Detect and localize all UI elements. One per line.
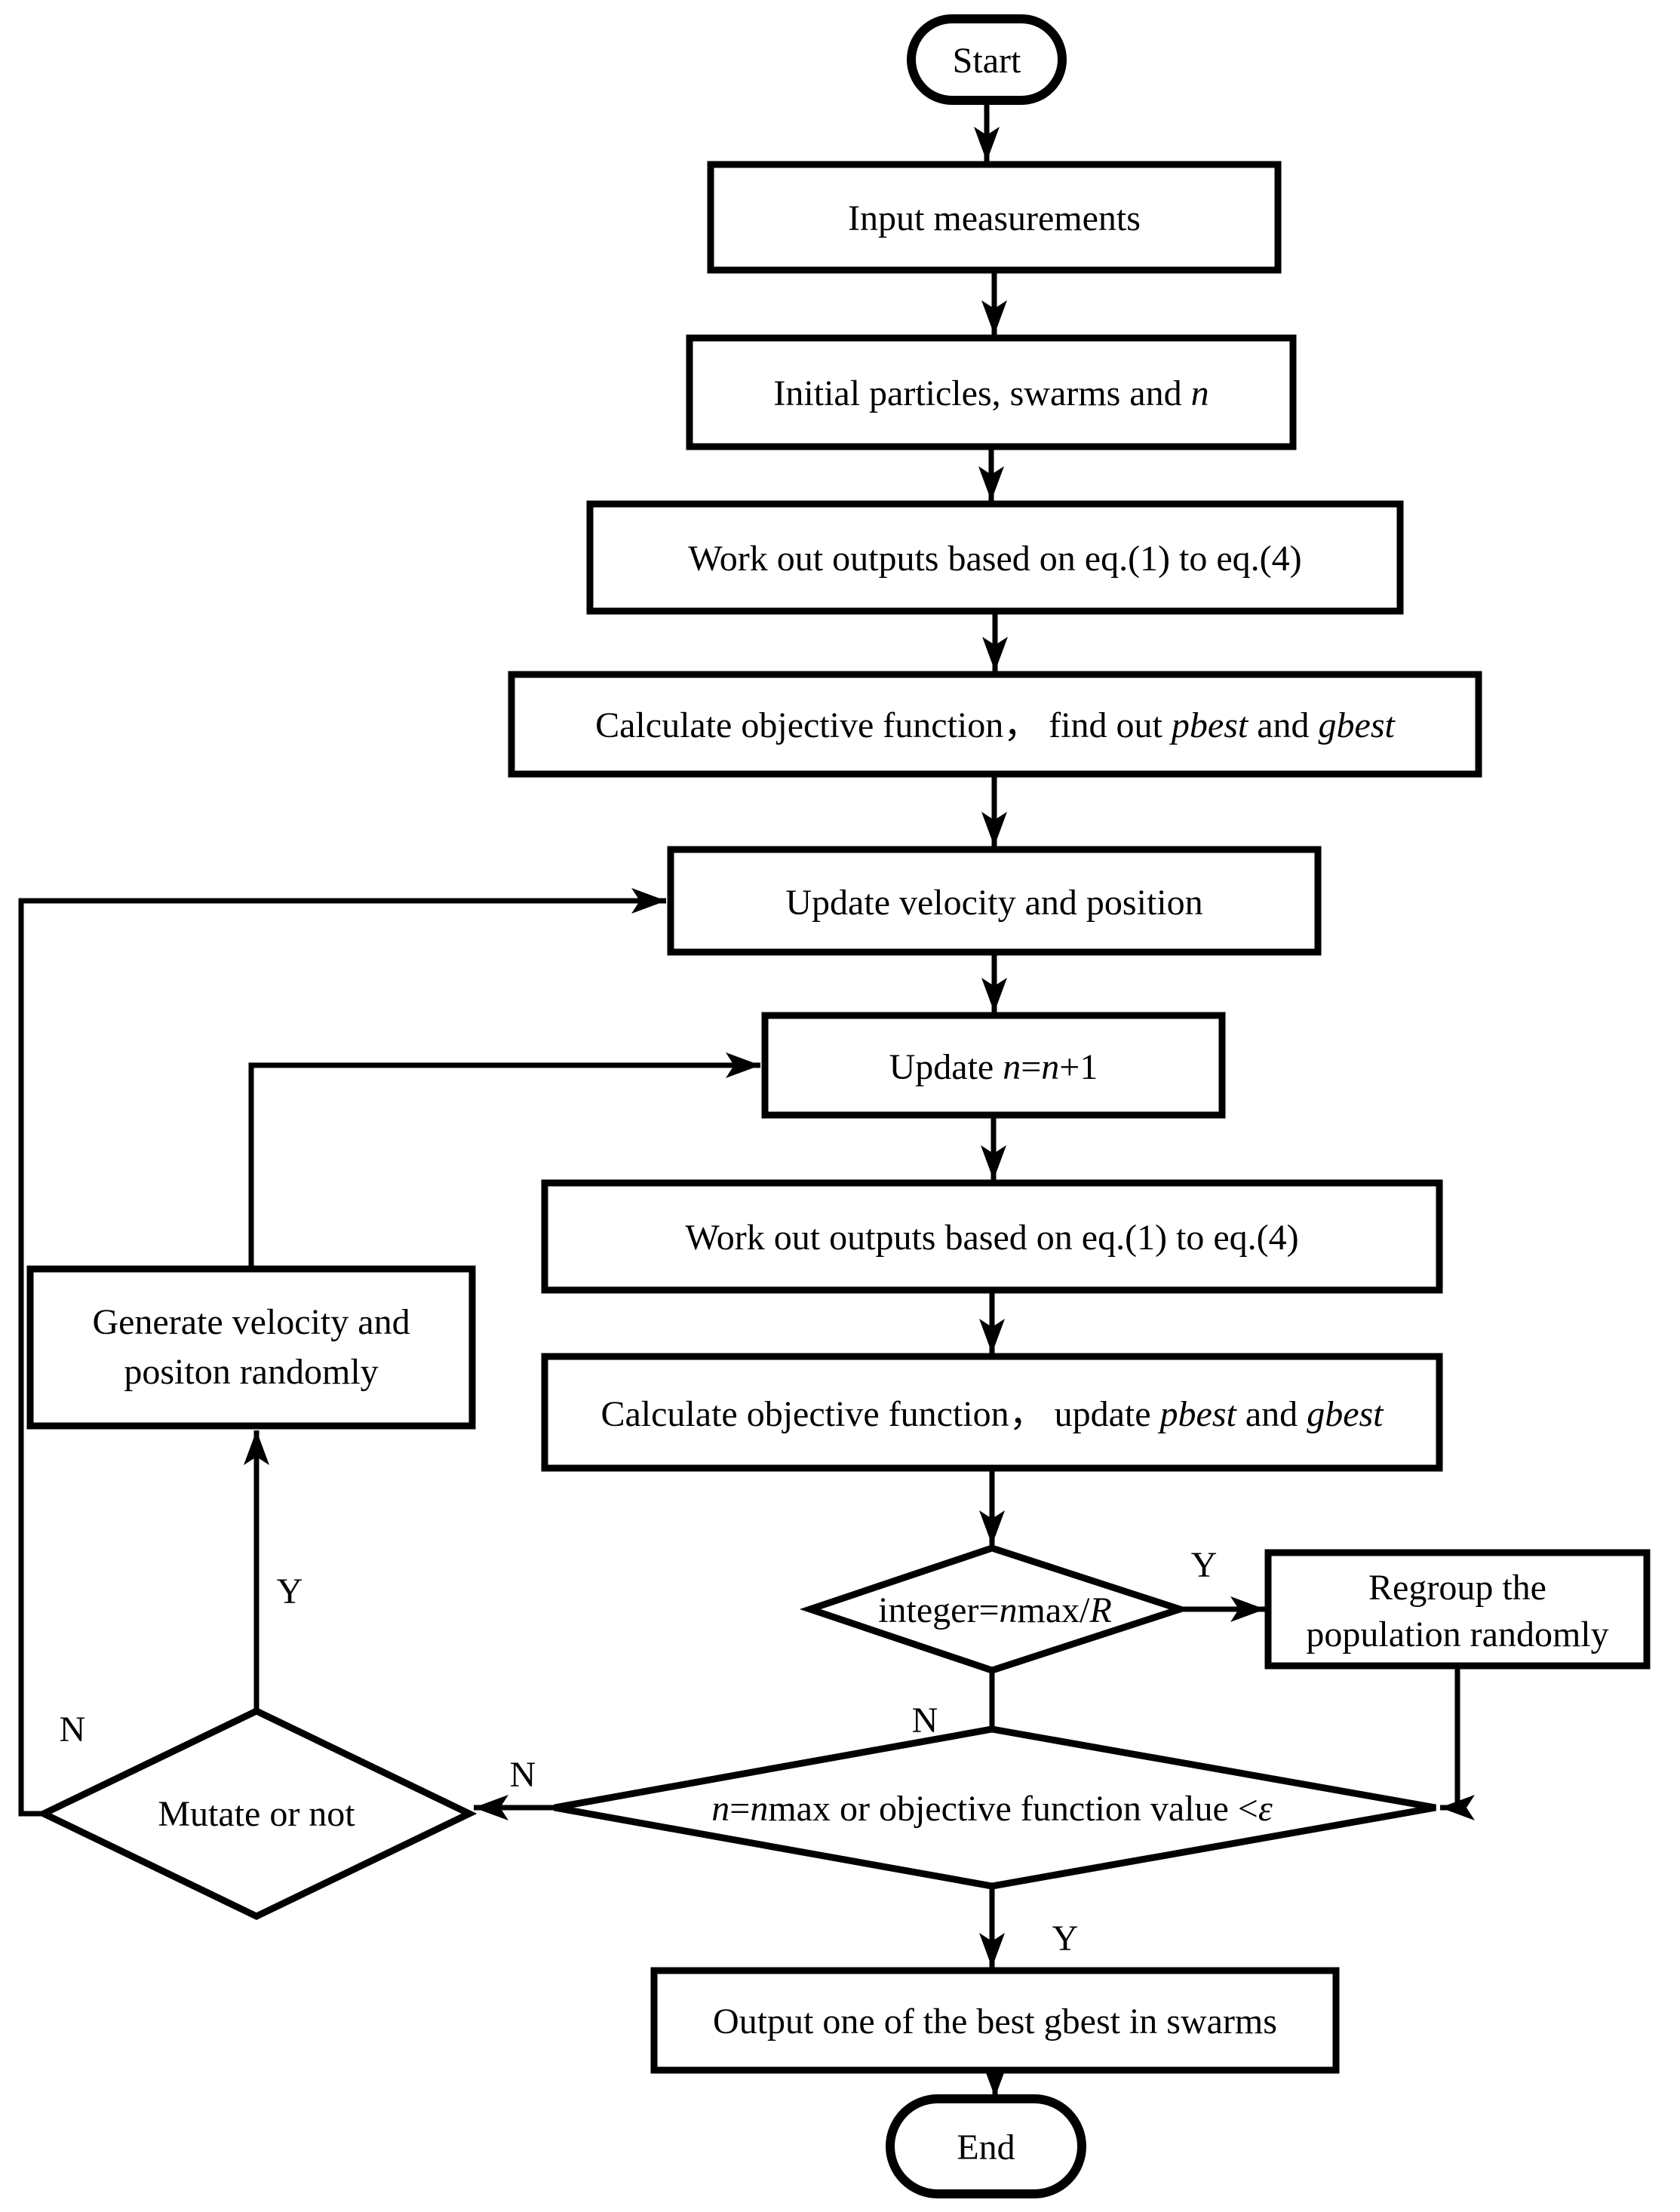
update-n-box [761, 1012, 1226, 1119]
regroup-population-line1: Regroup the [1368, 1568, 1546, 1608]
output-gbest-box [650, 1967, 1340, 2074]
generate-velocity-box [26, 1265, 476, 1430]
calc-objective-2-label: Calculate objective function， update pbe… [600, 1394, 1384, 1434]
calc-objective-1-box [508, 671, 1482, 778]
update-n-label: Update n=n+1 [889, 1047, 1098, 1087]
edge-label-regroup-no: N [912, 1700, 938, 1740]
decision-regroup-diamond [799, 1544, 1191, 1674]
start-terminal [907, 14, 1067, 105]
generate-velocity-line2: positon randomly [124, 1352, 378, 1392]
edge-label-stop-no: N [510, 1755, 536, 1795]
update-velocity-label: Update velocity and position [785, 883, 1202, 923]
input-measurements-box [707, 161, 1282, 274]
edge-label-mutate-yes: Y [277, 1571, 303, 1611]
calc-objective-1-label: Calculate objective function， find out p… [595, 705, 1396, 745]
start-label: Start [953, 41, 1021, 81]
end-label: End [957, 2128, 1015, 2167]
regroup-population-box [1264, 1549, 1651, 1670]
edge-mutate-no-to-updatevel [18, 888, 666, 1817]
calc-objective-2-box [541, 1353, 1443, 1472]
edge-generate-to-updaten [248, 1052, 760, 1269]
edge-label-stop-yes: Y [1052, 1919, 1079, 1959]
edge-label-regroup-yes: Y [1191, 1545, 1218, 1585]
input-measurements-label: Input measurements [848, 198, 1141, 238]
decision-mutate-diamond [35, 1707, 478, 1920]
work-outputs-2-box [541, 1179, 1443, 1294]
initial-particles-label: Initial particles, swarms and n [773, 373, 1209, 413]
decision-stop-label: n=nmax or objective function value <ε [711, 1789, 1273, 1829]
regroup-population-line2: population randomly [1306, 1614, 1608, 1654]
initial-particles-box [686, 334, 1297, 450]
edge-label-mutate-no: N [60, 1710, 86, 1750]
update-velocity-box [667, 846, 1322, 956]
decision-stop-diamond [554, 1725, 1436, 1890]
decision-regroup-label: integer=nmax/R [878, 1590, 1112, 1630]
work-outputs-1-label: Work out outputs based on eq.(1) to eq.(… [688, 539, 1301, 579]
edge-regroup-to-checkstop [1440, 1666, 1475, 1820]
end-terminal [886, 2094, 1086, 2198]
decision-mutate-label: Mutate or not [158, 1794, 355, 1834]
generate-velocity-line1: Generate velocity and [92, 1302, 410, 1342]
work-outputs-1-box [586, 500, 1404, 615]
output-gbest-label: Output one of the best gbest in swarms [713, 2002, 1277, 2041]
work-outputs-2-label: Work out outputs based on eq.(1) to eq.(… [685, 1218, 1298, 1258]
